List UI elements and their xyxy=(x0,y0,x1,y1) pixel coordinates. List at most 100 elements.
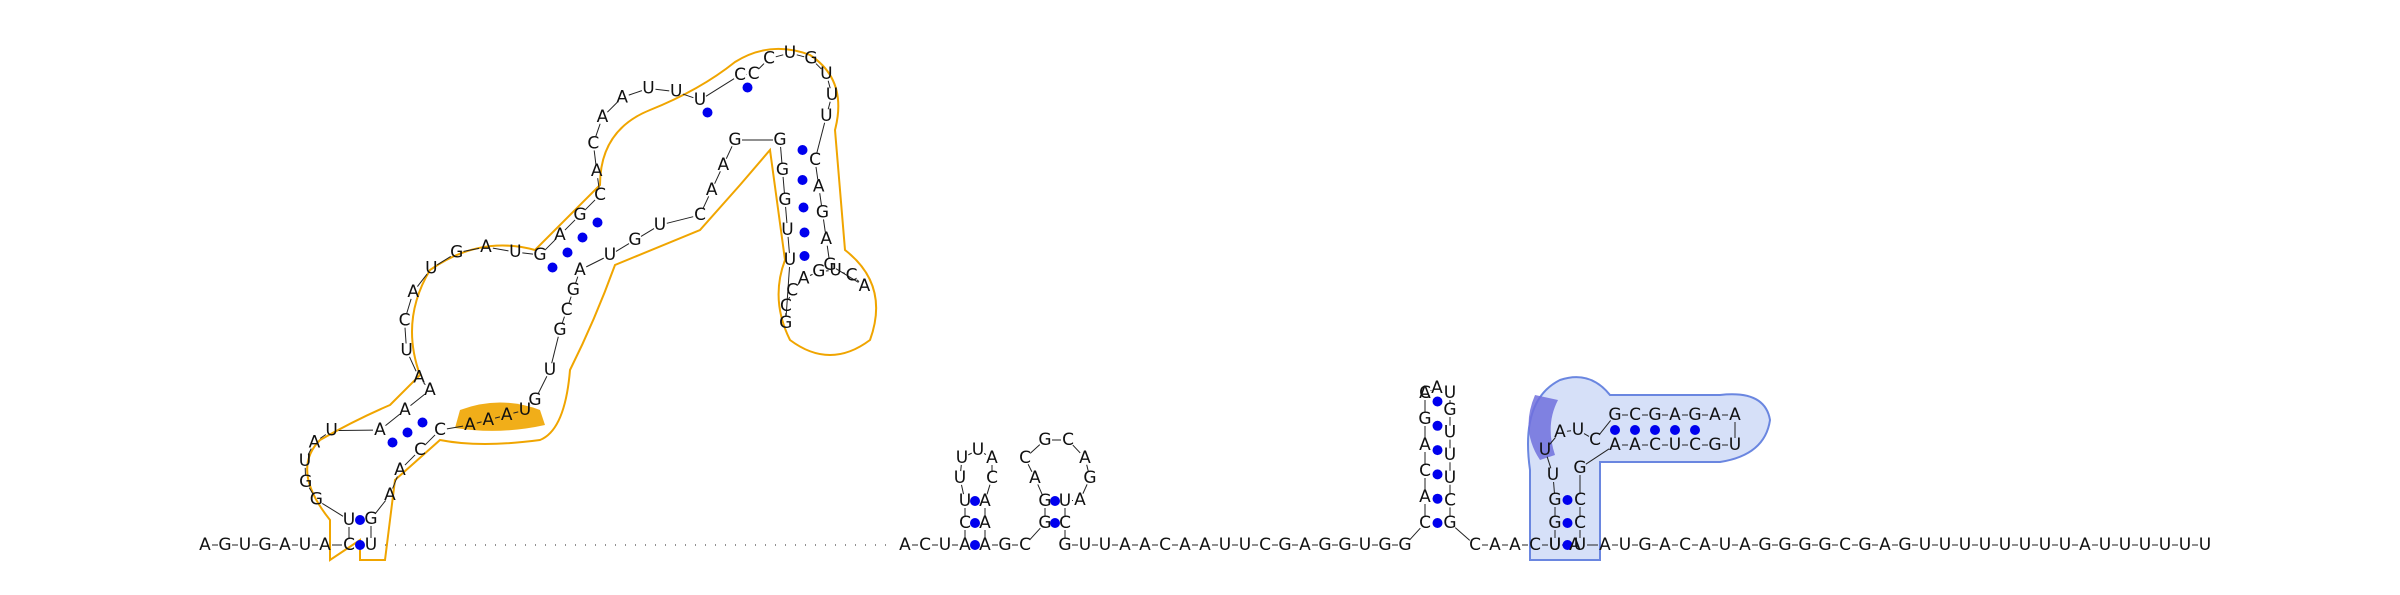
backbone-link xyxy=(1598,420,1612,435)
backbone-link xyxy=(1585,448,1610,465)
backbone-link xyxy=(436,255,451,266)
nucleotide-149: U xyxy=(1549,535,1561,555)
nucleotide-175: C xyxy=(1574,513,1586,533)
backbone-link xyxy=(815,63,822,70)
nucleotide-45: A xyxy=(813,176,825,196)
base-pair-dot xyxy=(798,202,809,213)
nucleotide-42: U xyxy=(826,85,838,105)
nucleotide-173: G xyxy=(1573,458,1586,478)
nucleotide-104: C xyxy=(1019,448,1031,468)
backbone-link xyxy=(725,146,733,159)
nucleotide-142: U xyxy=(1444,468,1456,488)
nucleotide-14: A xyxy=(374,420,386,440)
backbone-link xyxy=(319,434,327,439)
nucleotide-12: A xyxy=(309,432,321,452)
nucleotide-84: U xyxy=(365,535,377,555)
backbone-link xyxy=(628,90,643,96)
base-pair-dot xyxy=(702,107,713,118)
nucleotide-53: A xyxy=(798,268,810,288)
nucleotide-99: G xyxy=(998,535,1011,555)
nucleotide-81: A xyxy=(394,460,406,480)
base-pair-dot xyxy=(970,496,980,506)
nucleotide-192: G xyxy=(1898,535,1911,555)
backbone-link xyxy=(1086,464,1089,472)
nucleotide-120: U xyxy=(1219,535,1231,555)
backbone-link xyxy=(1553,481,1555,494)
nucleotide-187: G xyxy=(1798,535,1811,555)
nucleotide-74: G xyxy=(528,390,541,410)
backbone-link xyxy=(682,93,694,99)
backbone-link xyxy=(564,219,576,231)
nucleotide-167: G xyxy=(1708,435,1721,455)
nucleotide-66: U xyxy=(654,215,666,235)
nucleotide-1: G xyxy=(218,535,231,555)
nucleotide-186: G xyxy=(1778,535,1791,555)
nucleotide-125: G xyxy=(1318,535,1331,555)
backbone-link xyxy=(826,245,830,259)
nucleotide-121: U xyxy=(1239,535,1251,555)
base-pair-dot xyxy=(1610,425,1620,435)
nucleotide-16: A xyxy=(424,380,436,400)
nucleotide-22: G xyxy=(450,243,463,263)
backbone-link xyxy=(714,171,721,184)
nucleotide-10: G xyxy=(299,472,312,492)
base-pair-dot xyxy=(1432,420,1443,431)
nucleotide-95: C xyxy=(986,468,998,488)
nucleotide-123: G xyxy=(1278,535,1291,555)
nucleotide-103: A xyxy=(1029,468,1041,488)
backbone-link xyxy=(513,411,519,414)
nucleotide-204: U xyxy=(2139,535,2151,555)
backbone-link xyxy=(1549,437,1556,445)
nucleotide-85: A xyxy=(899,535,911,555)
nucleotide-203: U xyxy=(2119,535,2131,555)
backbone-link xyxy=(816,122,826,154)
nucleotide-109: A xyxy=(1074,490,1086,510)
nucleotide-152: G xyxy=(1548,513,1561,533)
nucleotide-113: U xyxy=(1079,535,1091,555)
nucleotide-80: C xyxy=(414,440,426,460)
nucleotide-133: A xyxy=(1419,435,1431,455)
nucleotide-92: U xyxy=(956,448,968,468)
backbone-link xyxy=(1027,464,1033,472)
nucleotide-96: A xyxy=(979,491,991,511)
nucleotide-207: U xyxy=(2199,535,2211,555)
backbone-link xyxy=(758,63,765,70)
nucleotide-138: U xyxy=(1444,383,1456,403)
nucleotide-32: A xyxy=(616,87,628,107)
nucleotide-158: C xyxy=(1589,430,1601,450)
backbone-link xyxy=(522,252,534,255)
nucleotide-115: A xyxy=(1119,535,1131,555)
nucleotide-2: U xyxy=(239,535,251,555)
base-pair-dot xyxy=(1432,396,1443,407)
nucleotide-7: C xyxy=(343,535,355,555)
nucleotide-139: G xyxy=(1443,400,1456,420)
backbone-link xyxy=(615,243,630,252)
backbone-link xyxy=(655,88,670,92)
nucleotide-202: U xyxy=(2099,535,2111,555)
base-pair-dot xyxy=(1562,495,1573,505)
nucleotide-47: A xyxy=(820,229,832,249)
backbone-link xyxy=(705,78,735,97)
backbone-link xyxy=(584,199,596,211)
nucleotide-191: A xyxy=(1879,535,1891,555)
nucleotide-164: A xyxy=(1709,405,1721,425)
base-pair-dot xyxy=(547,262,558,273)
nucleotide-117: C xyxy=(1159,535,1171,555)
nucleotide-198: U xyxy=(2019,535,2031,555)
base-pair-dot xyxy=(1690,425,1700,435)
nucleotide-48: G xyxy=(823,255,836,275)
nucleotide-107: A xyxy=(1079,448,1091,468)
nucleotide-79: C xyxy=(434,420,446,440)
nucleotide-196: U xyxy=(1979,535,1991,555)
nucleotide-132: C xyxy=(1419,461,1431,481)
backbone-link xyxy=(417,273,428,287)
nucleotide-18: U xyxy=(400,340,412,360)
nucleotide-62: G xyxy=(728,130,741,150)
nucleotide-146: A xyxy=(1489,535,1501,555)
backbone-link xyxy=(307,448,312,455)
backbone-link xyxy=(308,487,314,494)
domain1-outline xyxy=(306,47,878,562)
backbone-link xyxy=(374,500,387,514)
nucleotide-136: A xyxy=(1419,383,1431,403)
nucleotide-64: A xyxy=(706,180,718,200)
